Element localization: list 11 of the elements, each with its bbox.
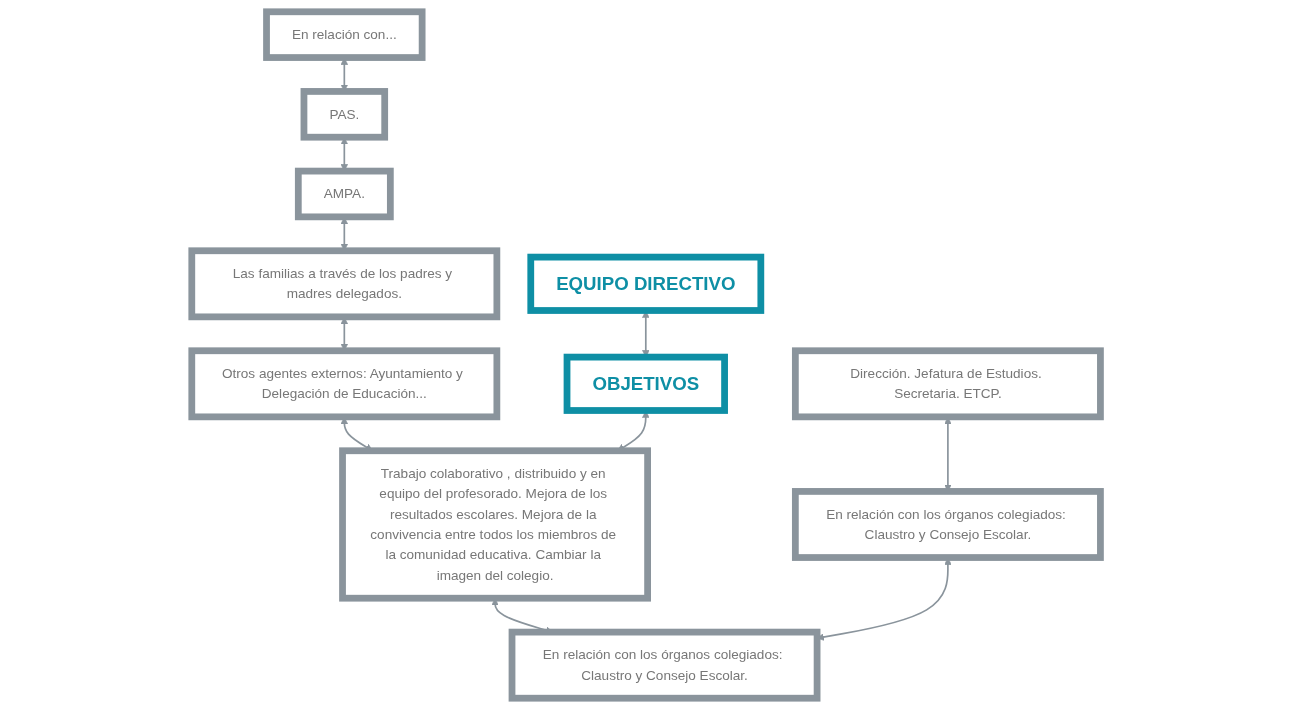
- node-box: Trabajo colaborativo , distribuido y en equipo del profesorado. Mejora de los resultados escolares. Mejora de la convivencia entre todos los miembros de la comunidad educativa. Cambiar la imagen del colegio.: [339, 447, 651, 602]
- node-box: Las familias a través de los padres y madres delegados.: [188, 247, 501, 321]
- node-box: En relación con los órganos colegiados: Claustro y Consejo Escolar.: [791, 488, 1104, 561]
- node-box: OBJETIVOS: [563, 353, 728, 414]
- node-box: Dirección. Jefatura de Estudios. Secretaria. ETCP.: [791, 347, 1104, 421]
- node-box: EQUIPO DIRECTIVO: [527, 253, 765, 314]
- node-box: AMPA.: [294, 167, 394, 221]
- node-box: PAS.: [300, 88, 388, 141]
- node-box: En relación con...: [263, 8, 426, 61]
- node-box: En relación con los órganos colegiados: Claustro y Consejo Escolar.: [508, 628, 821, 702]
- node-box: Otros agentes externos: Ayuntamiento y Delegación de Educación...: [188, 347, 501, 421]
